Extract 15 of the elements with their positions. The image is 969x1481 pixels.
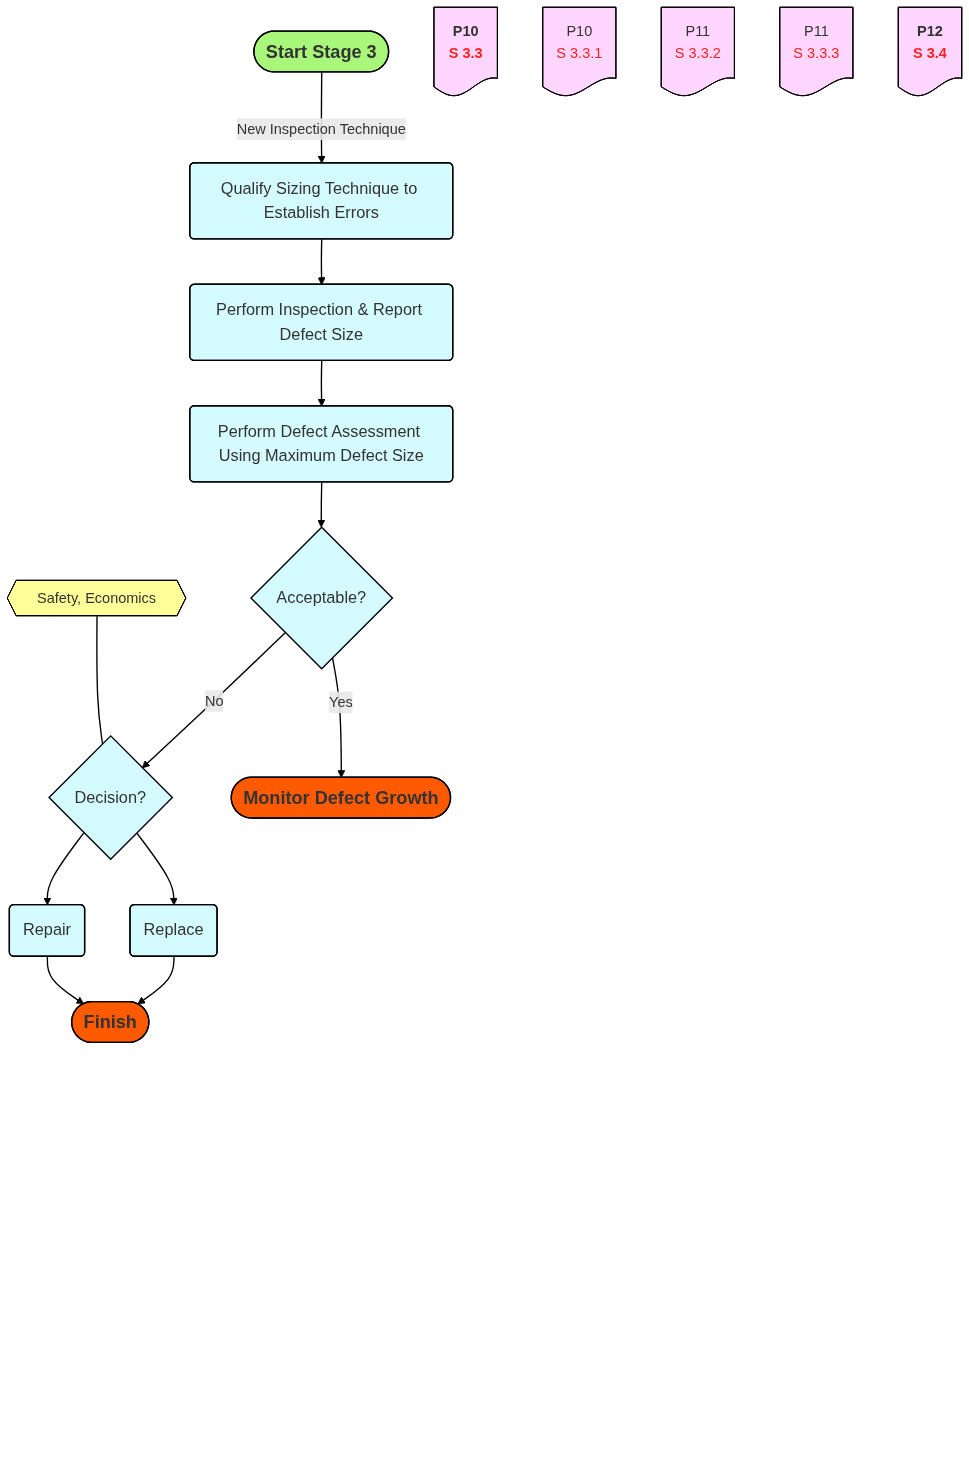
edge-label: No: [205, 692, 224, 709]
node-diamond: Decision?: [48, 734, 174, 861]
arrow: [317, 360, 326, 407]
connector: [96, 615, 104, 745]
node-diamond: Acceptable?: [250, 526, 394, 670]
arrow: [317, 238, 326, 286]
arrow: [43, 832, 85, 906]
arrow: [317, 481, 326, 528]
arrow: [331, 656, 346, 778]
arrow: [136, 832, 178, 906]
edge-label: New Inspection Technique: [236, 121, 406, 137]
edge-label: Yes: [329, 694, 353, 710]
arrow: [137, 956, 175, 1005]
arrow: [46, 956, 85, 1005]
arrow: [141, 632, 286, 769]
